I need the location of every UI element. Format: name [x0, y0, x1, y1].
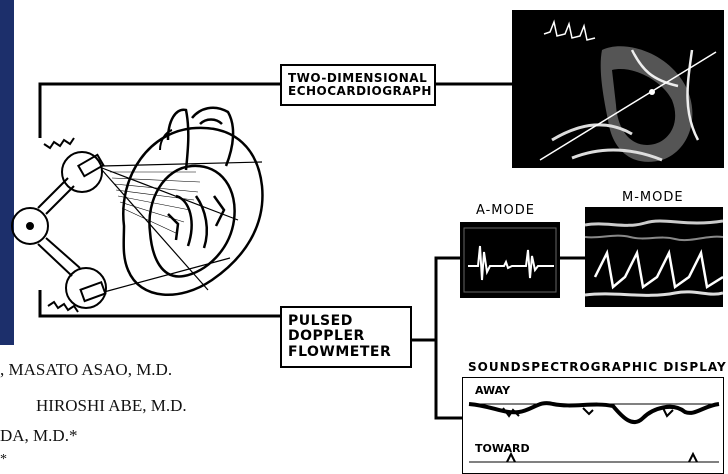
- beam-sector: [102, 162, 262, 292]
- away-label: AWAY: [475, 384, 510, 397]
- author-line-4: *: [0, 452, 7, 468]
- author-line-1: , MASATO ASAO, M.D.: [0, 360, 172, 380]
- doppler-label-line2: DOPPLER: [288, 329, 404, 344]
- soundspectrographic-display: AWAY TOWARD: [462, 377, 724, 474]
- doppler-label-line1: PULSED: [288, 314, 404, 329]
- doppler-flowmeter-box: PULSED DOPPLER FLOWMETER: [280, 306, 412, 368]
- echocardiograph-box: TWO-DIMENSIONAL ECHOCARDIOGRAPH: [280, 64, 436, 106]
- two-dimensional-echo-image: [512, 10, 724, 168]
- m-mode-display: [585, 207, 723, 307]
- toward-label: TOWARD: [475, 442, 530, 455]
- a-mode-label: A-MODE: [476, 203, 535, 218]
- author-line-2: HIROSHI ABE, M.D.: [36, 396, 187, 416]
- author-line-3: DA, M.D.*: [0, 426, 77, 446]
- soundspectrographic-label: SOUNDSPECTROGRAPHIC DISPLAY: [468, 360, 727, 374]
- m-mode-label: M-MODE: [622, 190, 684, 205]
- probe-arm-drawing: [12, 138, 106, 312]
- doppler-label-line3: FLOWMETER: [288, 345, 404, 360]
- echo-label-line2: ECHOCARDIOGRAPH: [288, 85, 428, 98]
- a-mode-display: [460, 222, 560, 298]
